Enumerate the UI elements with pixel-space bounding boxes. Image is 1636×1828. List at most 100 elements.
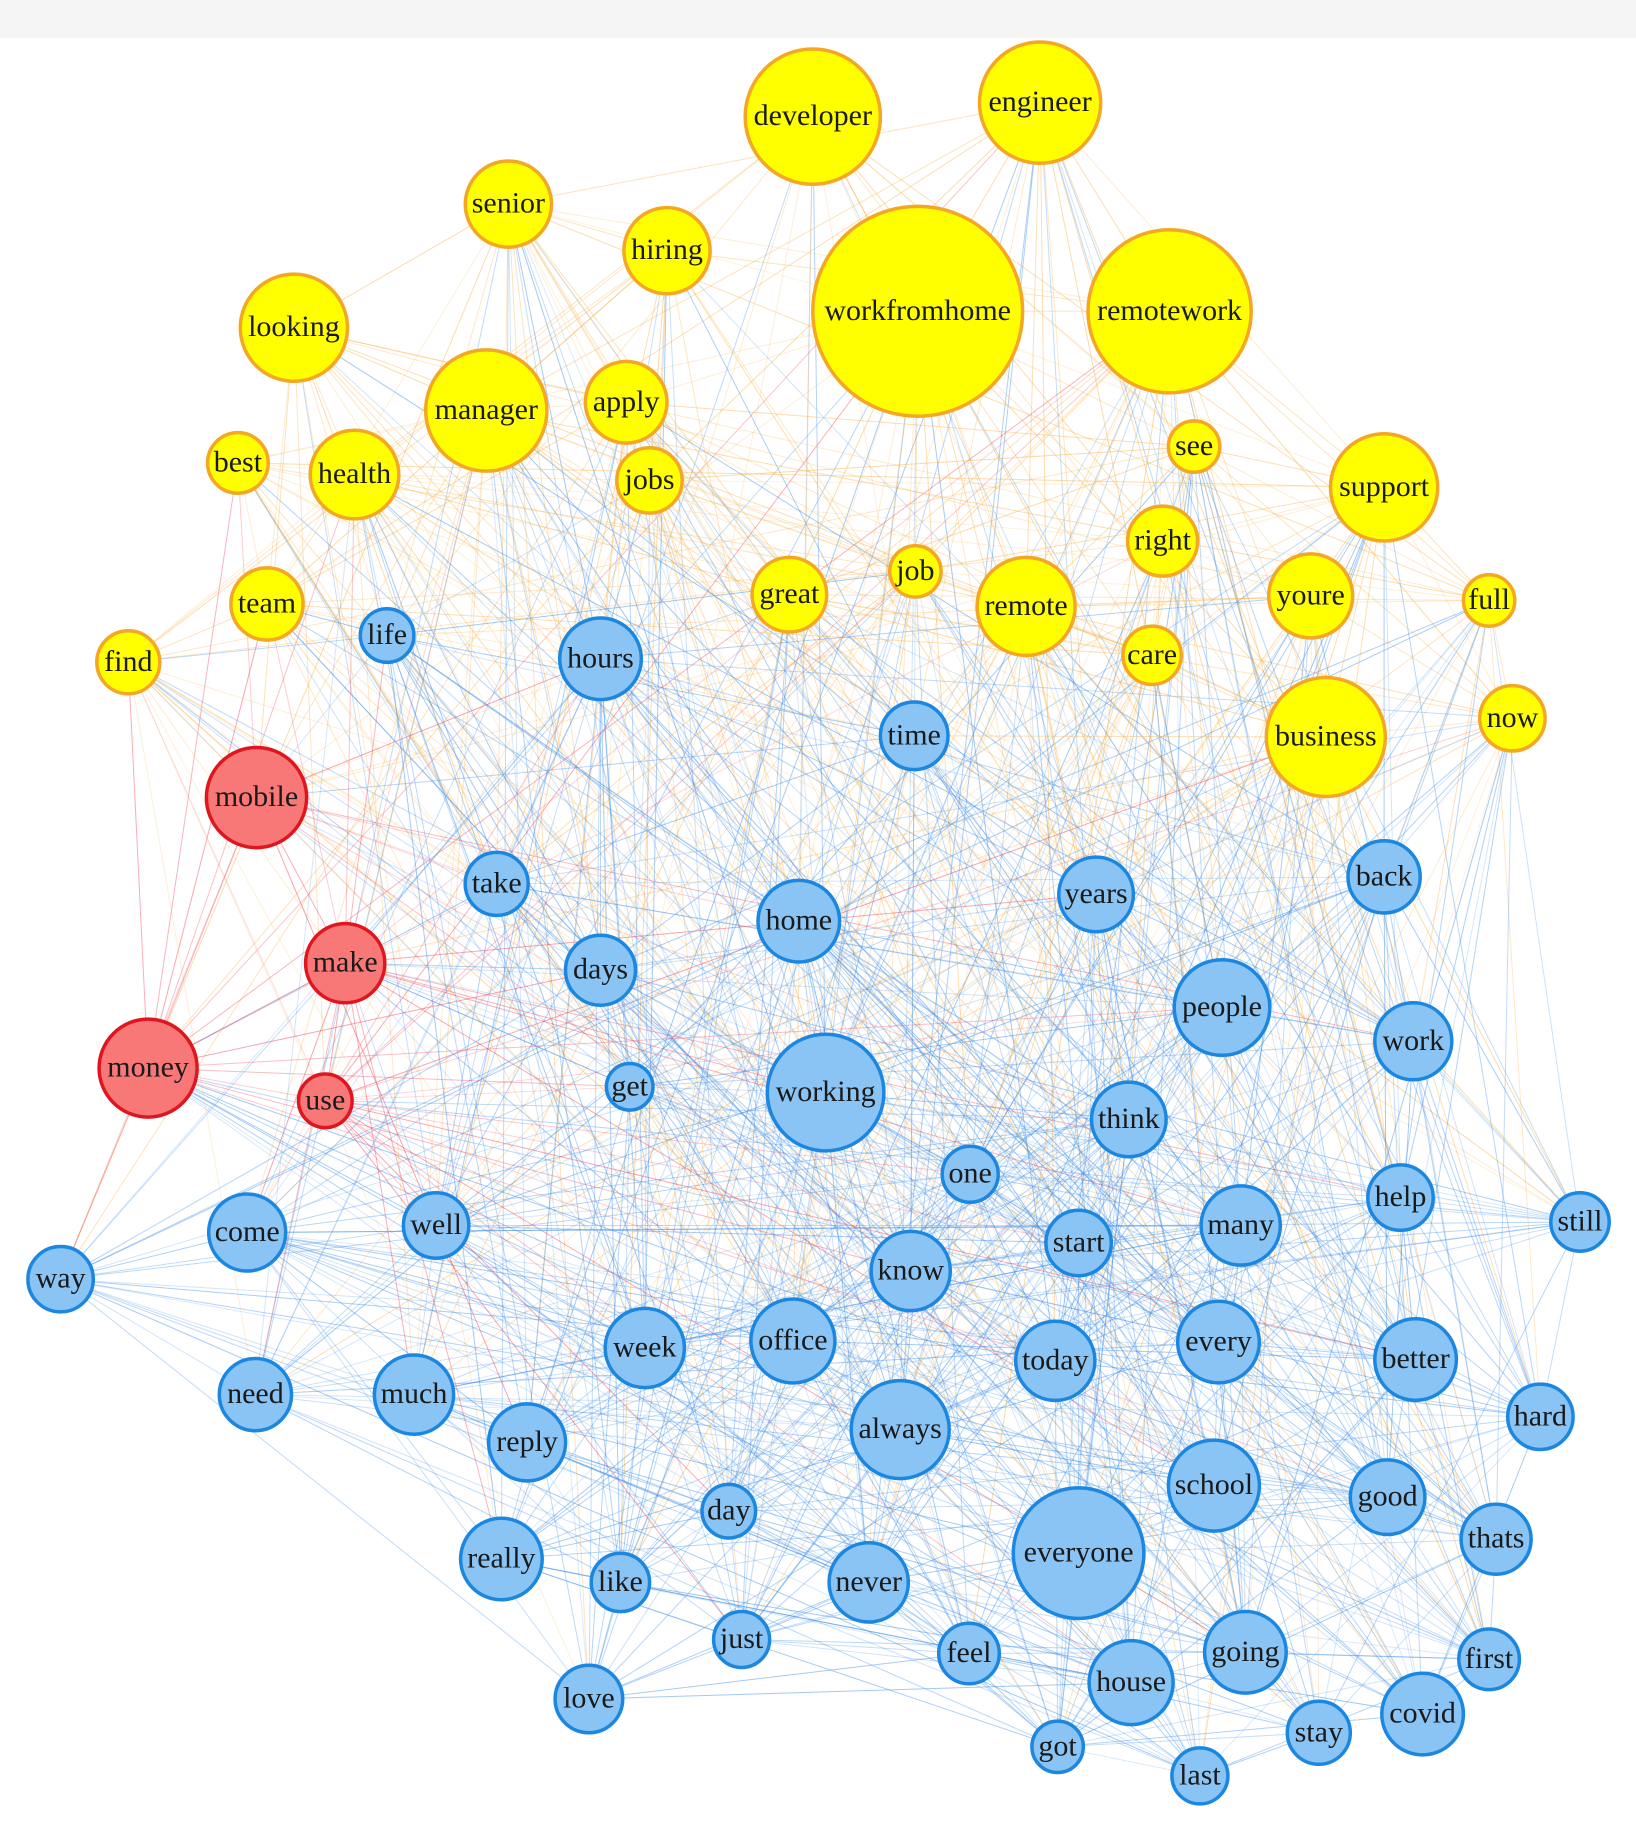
node-circle-office[interactable] [749, 1297, 837, 1385]
node-see[interactable]: see [1166, 419, 1222, 475]
node-full[interactable]: full [1461, 573, 1517, 628]
node-circle-health[interactable] [308, 428, 401, 521]
node-developer[interactable]: developer [743, 47, 883, 186]
node-best[interactable]: best [205, 430, 270, 495]
node-circle-house[interactable] [1087, 1638, 1175, 1727]
node-circle-last[interactable] [1170, 1746, 1230, 1806]
node-hours[interactable]: hours [557, 616, 644, 702]
node-circle-make[interactable] [303, 921, 387, 1005]
node-now[interactable]: now [1477, 683, 1547, 753]
node-apply[interactable]: apply [583, 359, 669, 445]
node-mobile[interactable]: mobile [204, 745, 309, 850]
node-circle-really[interactable] [458, 1516, 544, 1602]
node-circle-looking[interactable] [238, 272, 350, 384]
node-circle-never[interactable] [827, 1541, 911, 1624]
node-just[interactable]: just [711, 1609, 772, 1670]
node-youre[interactable]: youre [1266, 552, 1355, 640]
node-everyone[interactable]: everyone [1011, 1486, 1146, 1621]
node-circle-love[interactable] [553, 1663, 625, 1735]
node-work[interactable]: work [1373, 1001, 1454, 1082]
node-circle-like[interactable] [589, 1551, 652, 1614]
node-hard[interactable]: hard [1505, 1382, 1575, 1452]
node-got[interactable]: got [1030, 1719, 1086, 1775]
node-circle-life[interactable] [358, 606, 416, 665]
node-circle-working[interactable] [765, 1032, 886, 1153]
node-take[interactable]: take [463, 850, 530, 918]
node-circle-take[interactable] [463, 850, 530, 918]
node-circle-engineer[interactable] [977, 40, 1103, 165]
node-circle-years[interactable] [1057, 855, 1136, 934]
node-circle-manager[interactable] [423, 348, 549, 473]
node-need[interactable]: need [217, 1356, 294, 1433]
node-circle-job[interactable] [887, 543, 943, 599]
node-circle-still[interactable] [1549, 1191, 1611, 1253]
node-like[interactable]: like [589, 1551, 652, 1614]
node-come[interactable]: come [206, 1192, 288, 1273]
node-circle-help[interactable] [1366, 1163, 1435, 1233]
node-circle-jobs[interactable] [615, 445, 684, 515]
node-circle-people[interactable] [1172, 957, 1272, 1058]
node-first[interactable]: first [1457, 1627, 1522, 1692]
node-get[interactable]: get [604, 1061, 655, 1112]
node-every[interactable]: every [1175, 1299, 1262, 1385]
node-use[interactable]: use [296, 1072, 354, 1130]
node-circle-money[interactable] [97, 1017, 199, 1119]
node-circle-workfromhome[interactable] [811, 204, 1025, 418]
node-really[interactable]: really [458, 1516, 544, 1602]
node-circle-much[interactable] [372, 1353, 456, 1436]
node-business[interactable]: business [1264, 675, 1388, 799]
node-days[interactable]: days [563, 933, 638, 1007]
node-today[interactable]: today [1013, 1319, 1097, 1403]
node-circle-use[interactable] [296, 1072, 354, 1130]
node-house[interactable]: house [1087, 1638, 1175, 1727]
node-circle-back[interactable] [1346, 839, 1422, 915]
node-circle-team[interactable] [229, 566, 305, 642]
node-remote[interactable]: remote [975, 555, 1077, 658]
node-still[interactable]: still [1549, 1191, 1611, 1253]
node-circle-hard[interactable] [1505, 1382, 1575, 1452]
node-looking[interactable]: looking [238, 272, 350, 384]
node-workfromhome[interactable]: workfromhome [811, 204, 1025, 418]
node-job[interactable]: job [887, 543, 943, 599]
node-circle-developer[interactable] [743, 47, 883, 186]
node-office[interactable]: office [749, 1297, 837, 1385]
node-circle-way[interactable] [26, 1244, 96, 1314]
node-love[interactable]: love [553, 1663, 625, 1735]
node-circle-hiring[interactable] [622, 205, 712, 296]
node-people[interactable]: people [1172, 957, 1272, 1058]
node-circle-just[interactable] [711, 1609, 772, 1670]
node-going[interactable]: going [1202, 1609, 1288, 1695]
node-engineer[interactable]: engineer [977, 40, 1103, 165]
node-home[interactable]: home [756, 878, 842, 964]
node-circle-first[interactable] [1457, 1627, 1522, 1692]
node-circle-day[interactable] [700, 1482, 758, 1540]
node-circle-good[interactable] [1348, 1458, 1427, 1537]
node-school[interactable]: school [1166, 1438, 1262, 1533]
node-circle-youre[interactable] [1266, 552, 1355, 640]
node-circle-better[interactable] [1373, 1317, 1459, 1403]
node-way[interactable]: way [26, 1244, 96, 1314]
node-know[interactable]: know [869, 1229, 953, 1313]
node-senior[interactable]: senior [463, 159, 554, 249]
node-circle-apply[interactable] [583, 359, 669, 445]
node-working[interactable]: working [765, 1032, 886, 1153]
node-circle-thats[interactable] [1459, 1502, 1533, 1576]
node-circle-start[interactable] [1044, 1208, 1114, 1278]
node-circle-everyone[interactable] [1011, 1486, 1146, 1621]
node-well[interactable]: well [401, 1191, 471, 1260]
node-reply[interactable]: reply [486, 1402, 568, 1483]
node-circle-best[interactable] [205, 430, 270, 495]
node-covid[interactable]: covid [1380, 1671, 1466, 1757]
node-circle-feel[interactable] [936, 1621, 1002, 1686]
node-circle-days[interactable] [563, 933, 638, 1007]
node-circle-see[interactable] [1166, 419, 1222, 475]
node-day[interactable]: day [700, 1482, 758, 1540]
node-start[interactable]: start [1044, 1208, 1114, 1278]
node-back[interactable]: back [1346, 839, 1422, 915]
node-circle-care[interactable] [1121, 624, 1184, 687]
node-time[interactable]: time [878, 700, 950, 772]
node-circle-senior[interactable] [463, 159, 554, 249]
node-circle-covid[interactable] [1380, 1671, 1466, 1757]
node-money[interactable]: money [97, 1017, 199, 1119]
node-life[interactable]: life [358, 606, 416, 665]
